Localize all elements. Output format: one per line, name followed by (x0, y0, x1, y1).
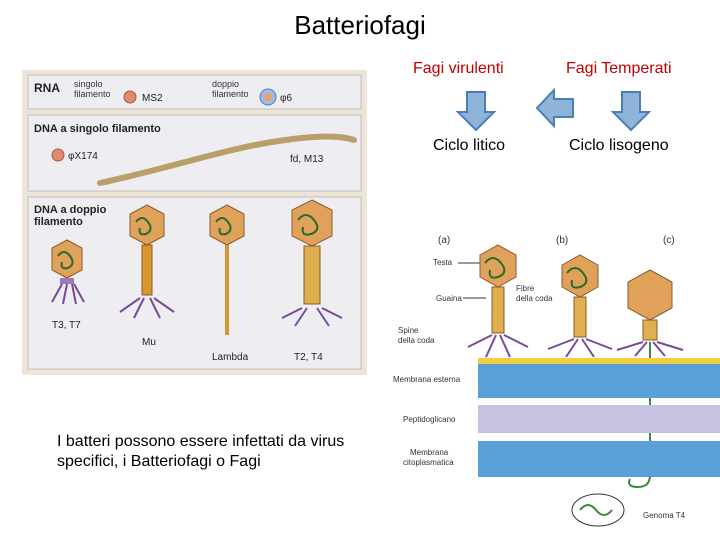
down-arrow-temperate-icon (610, 90, 652, 132)
t3-t7-label: T3, T7 (52, 320, 81, 331)
peptidoglycan-label: Peptidoglicano (403, 415, 456, 424)
genome-label: Genoma T4 (643, 511, 686, 520)
page-title: Batteriofagi (0, 10, 720, 41)
mu-label: Mu (142, 337, 156, 348)
sheath-label: Guaina (436, 294, 462, 303)
caption-text: I batteri possono essere infettati da vi… (57, 432, 347, 472)
phi6-label: φ6 (280, 93, 292, 104)
header-virulent-phages: Fagi virulenti (413, 60, 504, 78)
cytoplasmic-membrane-band (478, 441, 720, 477)
header-temperate-phages: Fagi Temperati (566, 60, 672, 78)
ssdna-title: DNA a singolo filamento (34, 123, 161, 135)
panel-b-label: (b) (556, 235, 568, 246)
label-lytic-cycle: Ciclo litico (433, 137, 505, 155)
label-lysogenic-cycle: Ciclo lisogeno (569, 137, 669, 155)
panel-c-label: (c) (663, 235, 675, 246)
outer-membrane-label: Membrana esterna (393, 375, 461, 384)
t2-t4-label: T2, T4 (294, 352, 323, 363)
phix174-virion-icon (52, 149, 64, 161)
head-label: Testa (433, 258, 453, 267)
fd-m13-label: fd, M13 (290, 154, 324, 165)
down-arrow-virulent-icon (455, 90, 497, 132)
lambda-label: Lambda (212, 352, 249, 363)
panel-a-label: (a) (438, 235, 450, 246)
peptidoglycan-band (478, 405, 720, 433)
ms2-virion-icon (124, 91, 136, 103)
left-arrow-icon (535, 88, 575, 130)
ms2-label: MS2 (142, 93, 163, 104)
rna-label: RNA (34, 81, 60, 95)
phix174-label: φX174 (68, 151, 98, 162)
